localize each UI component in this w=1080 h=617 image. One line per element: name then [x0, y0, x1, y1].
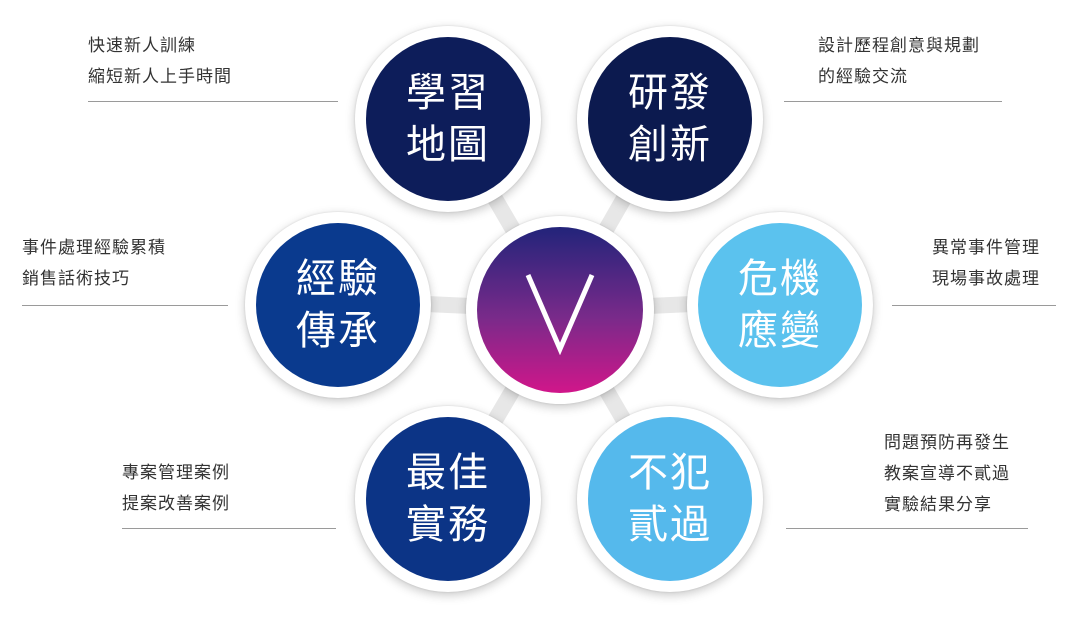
- node-best-practice-circle: 最佳 實務: [366, 417, 530, 581]
- divider-learning-map: [88, 101, 338, 102]
- desc-line: 快速新人訓練: [88, 36, 196, 56]
- node-rd-innovation-circle: 研發 創新: [588, 37, 752, 201]
- divider-rd-innovation: [784, 101, 1002, 102]
- node-best-practice: 最佳 實務: [355, 406, 541, 592]
- divider-no-repeat-mistakes: [786, 528, 1028, 529]
- desc-line: 縮短新人上手時間: [88, 67, 232, 87]
- node-experience-inheritance: 經驗 傳承: [245, 212, 431, 398]
- node-title-line: 傳承: [296, 308, 380, 354]
- divider-experience-inheritance: [22, 305, 228, 306]
- node-crisis-response-circle: 危機 應變: [698, 223, 862, 387]
- desc-line: 設計歷程創意與規劃: [818, 36, 980, 56]
- desc-line: 教案宣導不貳過: [884, 464, 1010, 484]
- divider-best-practice: [122, 528, 336, 529]
- desc-no-repeat-mistakes: 問題預防再發生 教案宣導不貳過 實驗結果分享: [884, 428, 1010, 521]
- desc-line: 現場事故處理: [932, 269, 1040, 289]
- desc-crisis-response: 異常事件管理 現場事故處理: [932, 233, 1040, 295]
- node-title-line: 貳過: [628, 502, 712, 548]
- desc-line: 問題預防再發生: [884, 433, 1010, 453]
- node-experience-inheritance-circle: 經驗 傳承: [256, 223, 420, 387]
- node-title-line: 學習: [406, 70, 490, 116]
- node-learning-map-circle: 學習 地圖: [366, 37, 530, 201]
- desc-best-practice: 專案管理案例 提案改善案例: [122, 458, 230, 520]
- node-learning-map: 學習 地圖: [355, 26, 541, 212]
- node-title-line: 研發: [628, 70, 712, 116]
- desc-line: 銷售話術技巧: [22, 269, 130, 289]
- desc-line: 的經驗交流: [818, 67, 908, 87]
- node-title-line: 最佳: [406, 450, 490, 496]
- node-title-line: 地圖: [406, 122, 490, 168]
- node-no-repeat-mistakes: 不犯 貳過: [577, 406, 763, 592]
- v-logo-icon: [525, 274, 595, 355]
- desc-experience-inheritance: 事件處理經驗累積 銷售話術技巧: [22, 233, 166, 295]
- node-crisis-response: 危機 應變: [687, 212, 873, 398]
- center-v-node: [466, 216, 654, 404]
- node-title-line: 經驗: [296, 256, 380, 302]
- node-title-line: 應變: [738, 308, 822, 354]
- desc-learning-map: 快速新人訓練 縮短新人上手時間: [88, 31, 232, 93]
- node-title-line: 不犯: [628, 450, 712, 496]
- desc-line: 實驗結果分享: [884, 495, 992, 515]
- node-rd-innovation: 研發 創新: [577, 26, 763, 212]
- divider-crisis-response: [892, 305, 1056, 306]
- desc-rd-innovation: 設計歷程創意與規劃 的經驗交流: [818, 31, 980, 93]
- node-no-repeat-mistakes-circle: 不犯 貳過: [588, 417, 752, 581]
- center-v-circle: [477, 227, 643, 393]
- desc-line: 提案改善案例: [122, 494, 230, 514]
- node-title-line: 實務: [406, 502, 490, 548]
- node-title-line: 創新: [628, 122, 712, 168]
- desc-line: 專案管理案例: [122, 463, 230, 483]
- desc-line: 事件處理經驗累積: [22, 238, 166, 258]
- node-title-line: 危機: [738, 256, 822, 302]
- desc-line: 異常事件管理: [932, 238, 1040, 258]
